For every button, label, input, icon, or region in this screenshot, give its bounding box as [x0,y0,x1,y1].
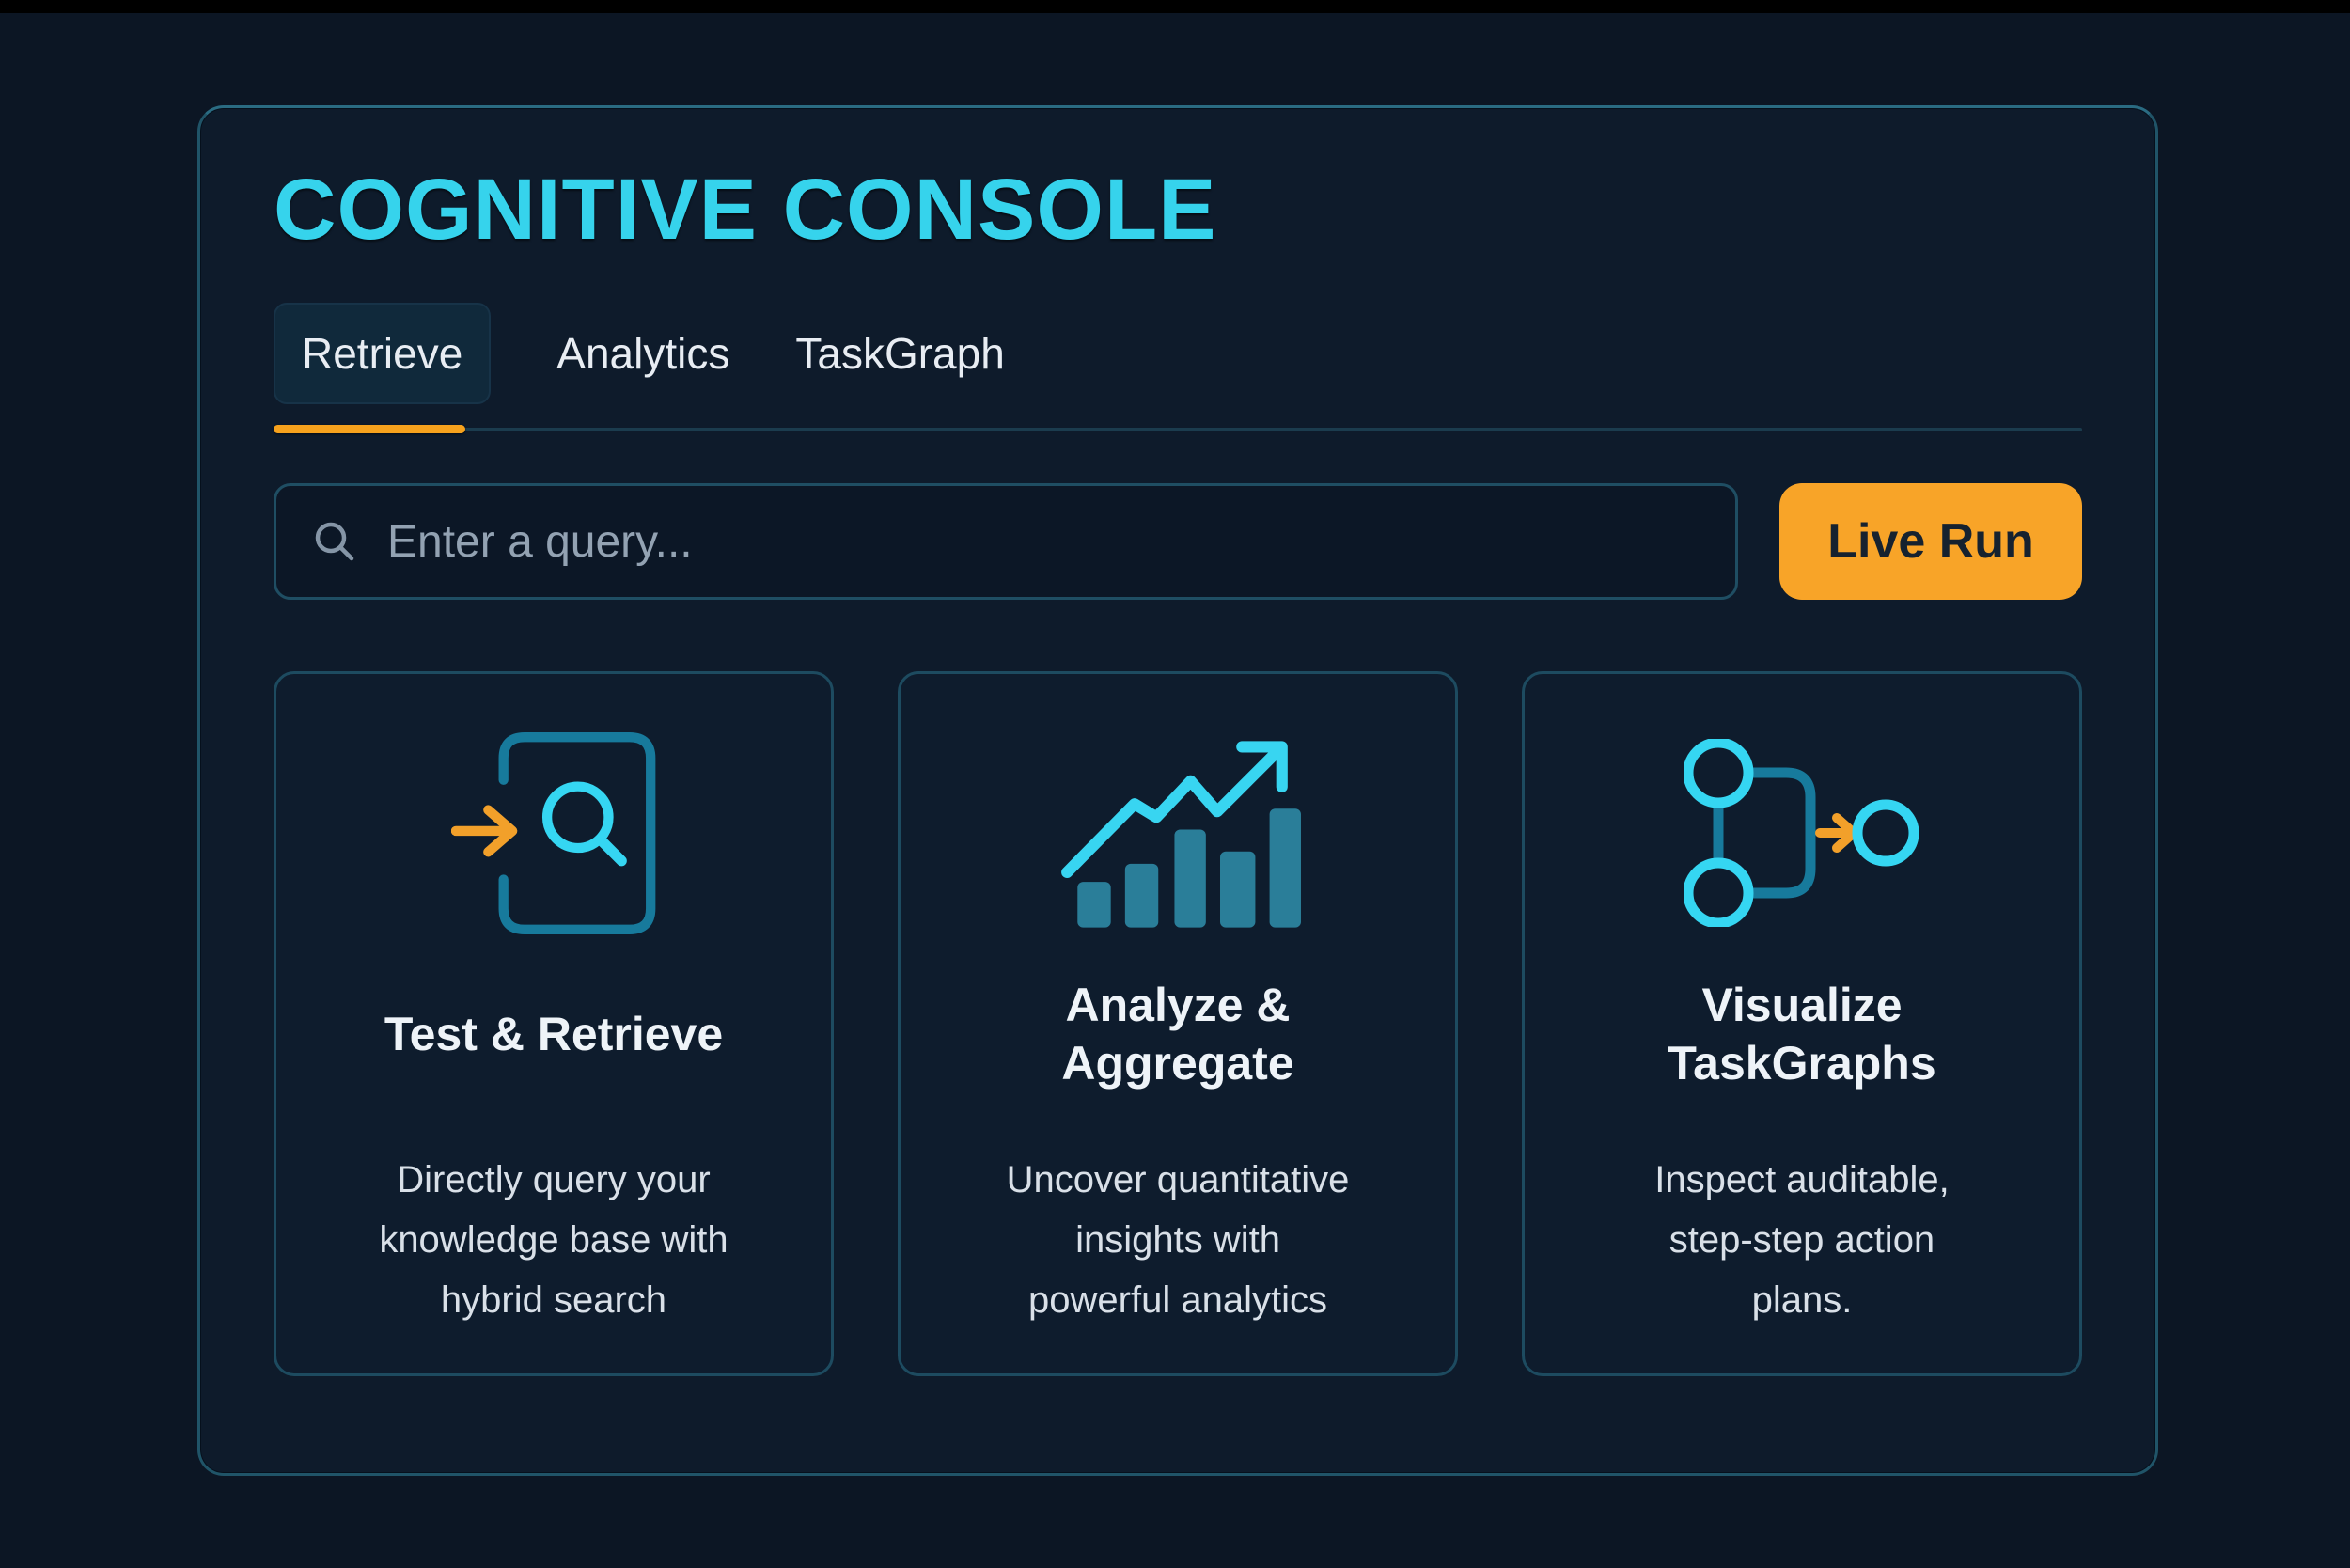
card-description: Directly query your knowledge base with … [379,1159,728,1321]
tab-underline-track [274,428,2082,431]
page-title: COGNITIVE CONSOLE [274,162,1217,258]
arrow-into-search-icon [451,730,656,935]
tab-analytics[interactable]: Analytics [556,329,730,378]
live-run-button[interactable]: Live Run [1779,483,2082,600]
feature-cards: Test & Retrieve Directly query your know… [274,671,2082,1376]
tab-retrieve[interactable]: Retrieve [274,303,492,404]
search-row: Live Run [274,483,2082,600]
active-tab-indicator [274,425,465,433]
query-input-container [274,483,1738,600]
card-test-retrieve[interactable]: Test & Retrieve Directly query your know… [274,671,834,1376]
bar-chart-trend-icon [1054,730,1303,935]
card-description: Uncover quantitative insights with power… [1006,1159,1350,1321]
task-graph-flow-icon [1684,730,1919,935]
tab-bar: Retrieve Analytics TaskGraph [274,303,2082,404]
cognitive-console-panel: COGNITIVE CONSOLE Retrieve Analytics Tas… [197,105,2158,1476]
search-icon [315,522,354,561]
tab-underline [274,425,2082,434]
card-description: Inspect auditable, step-step action plan… [1654,1159,1950,1321]
card-title: Analyze & Aggregate [1061,979,1294,1090]
card-analyze-aggregate[interactable]: Analyze & Aggregate Uncover quantitative… [898,671,1458,1376]
card-title: Test & Retrieve [384,1008,724,1060]
card-title: Visualize TaskGraphs [1668,979,1936,1090]
card-visualize-taskgraphs[interactable]: Visualize TaskGraphs Inspect auditable, … [1522,671,2082,1376]
query-input[interactable] [385,514,1701,569]
top-black-strip [0,0,2350,13]
tab-taskgraph[interactable]: TaskGraph [795,329,1005,378]
